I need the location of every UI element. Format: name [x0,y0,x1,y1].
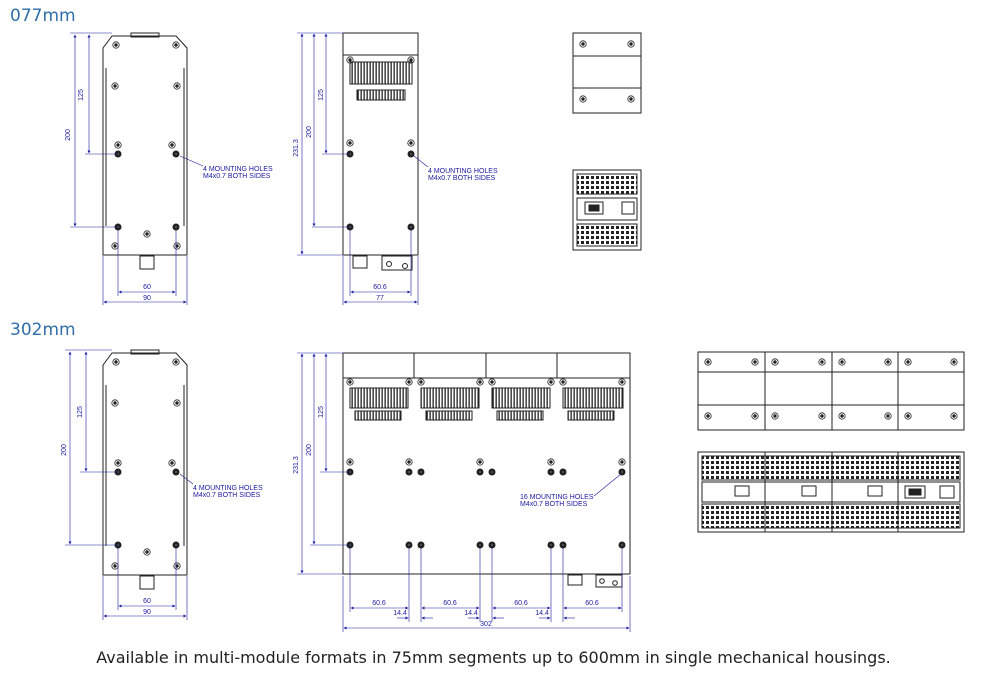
dim-302-side-144-a: 14.4 [393,610,407,617]
dim-302-front-125: 125 [77,406,84,418]
dim-302-side-125: 125 [318,406,325,418]
top-view-302 [697,351,965,431]
note-077-front-line2: M4x0.7 BOTH SIDES [203,173,271,180]
note-302-front-line2: M4x0.7 BOTH SIDES [193,492,261,499]
note-077-side-line2: M4x0.7 BOTH SIDES [428,175,496,182]
dim-302-front-90: 90 [143,609,151,616]
caption: Available in multi-module formats in 75m… [96,648,891,667]
dim-077-side-77: 77 [376,295,384,302]
dim-077-front-90: 90 [143,295,151,302]
dim-302-side-606-a: 60.6 [372,600,386,607]
dim-302-front-200: 200 [61,444,68,456]
end-view-302 [697,451,965,533]
section-title-077: 077mm [10,6,76,26]
dim-302-side-302: 302 [480,621,492,628]
side-view-077 [297,32,429,305]
dim-302-front-60: 60 [143,598,151,605]
dim-302-side-231: 231.3 [293,456,300,474]
note-302-front-line1: 4 MOUNTING HOLES [193,485,263,492]
dim-302-side-200: 200 [306,444,313,456]
side-view-302 [297,352,631,632]
front-view-302 [65,349,194,620]
technical-drawing: 200 125 60 90 4 MOUNTING HOLES M4x0.7 BO… [61,32,965,632]
dim-077-side-125: 125 [318,89,325,101]
dim-302-side-606-d: 60.6 [585,600,599,607]
note-302-side-line1: 16 MOUNTING HOLES [520,494,594,501]
end-view-077 [572,169,642,251]
dim-302-side-144-b: 14.4 [464,610,478,617]
note-302-side-line2: M4x0.7 BOTH SIDES [520,501,588,508]
dim-302-side-606-c: 60.6 [514,600,528,607]
dim-077-side-200: 200 [306,126,313,138]
note-077-side-line1: 4 MOUNTING HOLES [428,168,498,175]
front-view-077 [70,32,204,305]
dim-077-side-231: 231.3 [293,139,300,157]
top-view-077 [572,32,642,114]
section-title-302: 302mm [10,320,76,340]
dim-077-front-125: 125 [78,89,85,101]
dim-077-front-60: 60 [143,284,151,291]
dim-077-front-200: 200 [65,129,72,141]
note-077-front-line1: 4 MOUNTING HOLES [203,166,273,173]
dim-302-side-144-c: 14.4 [535,610,549,617]
dim-077-side-606: 60.6 [373,284,387,291]
dim-302-side-606-b: 60.6 [443,600,457,607]
